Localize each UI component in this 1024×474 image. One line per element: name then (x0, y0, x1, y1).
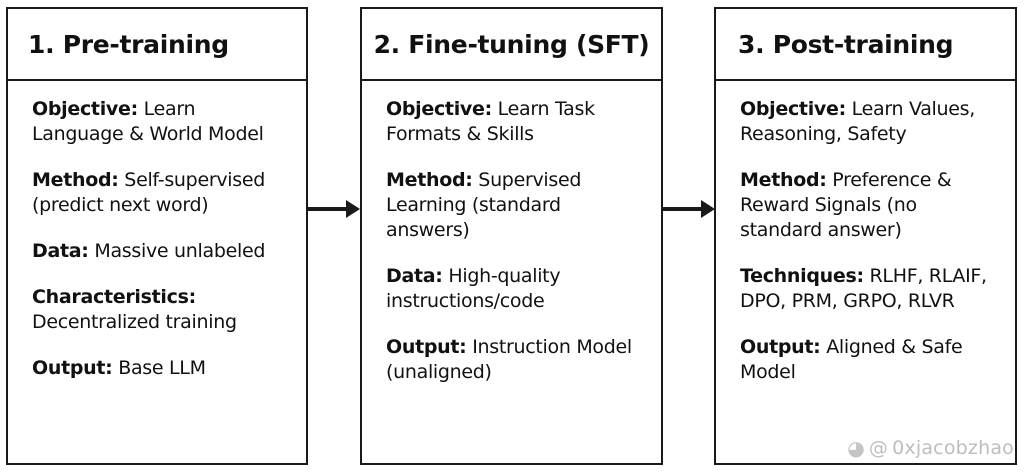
objective-section: Objective: Learn Values, Reasoning, Safe… (740, 97, 1001, 147)
section-text: Massive unlabeled (88, 240, 266, 262)
stage-title: 3. Post-training (738, 29, 954, 59)
section-label: Output: (740, 336, 821, 358)
stage-box-pretraining: 1. Pre-training Objective: Learn Languag… (6, 7, 308, 465)
arrow-right-icon (663, 200, 715, 218)
techniques-section: Techniques: RLHF, RLAIF, DPO, PRM, GRPO,… (740, 264, 1001, 314)
section-text: Preference & Reward Signals (no standard… (740, 169, 952, 241)
section-label: Objective: (740, 98, 846, 120)
characteristics-section: Characteristics: Decentralized training (32, 285, 292, 335)
watermark: ◕ @ 0xjacobzhao (847, 436, 1014, 460)
stage-body: Objective: Learn Task Formats & Skills M… (362, 81, 661, 385)
section-label: Techniques: (740, 265, 864, 287)
section-text: Learn Language & World Model (32, 98, 264, 145)
watermark-at: @ (868, 437, 889, 459)
section-text: Instruction Model (unaligned) (386, 336, 632, 383)
section-label: Data: (386, 265, 443, 287)
data-section: Data: Massive unlabeled (32, 239, 292, 264)
arrow-right-icon (308, 200, 360, 218)
section-label: Objective: (32, 98, 138, 120)
section-label: Objective: (386, 98, 492, 120)
section-label: Characteristics: (32, 286, 196, 308)
weibo-icon: ◕ (847, 436, 865, 460)
output-section: Output: Base LLM (32, 356, 292, 381)
data-section: Data: High-quality instructions/code (386, 264, 647, 314)
watermark-handle: 0xjacobzhao (892, 437, 1014, 459)
section-text: Base LLM (112, 357, 206, 379)
method-section: Method: Supervised Learning (standard an… (386, 168, 647, 243)
stage-title: 2. Fine-tuning (SFT) (373, 29, 650, 59)
section-text: RLHF, RLAIF, DPO, PRM, GRPO, RLVR (740, 265, 987, 312)
section-text: Learn Values, Reasoning, Safety (740, 98, 975, 145)
section-text: Aligned & Safe Model (740, 336, 963, 383)
section-text: Learn Task Formats & Skills (386, 98, 595, 145)
stage-body: Objective: Learn Language & World Model … (8, 81, 306, 381)
objective-section: Objective: Learn Task Formats & Skills (386, 97, 647, 147)
stage-header: 1. Pre-training (8, 9, 306, 81)
section-label: Method: (32, 169, 119, 191)
stage-body: Objective: Learn Values, Reasoning, Safe… (716, 81, 1015, 385)
section-label: Data: (32, 240, 89, 262)
method-section: Method: Self-supervised (predict next wo… (32, 168, 292, 218)
section-text: Decentralized training (32, 311, 237, 333)
section-text: Self-supervised (predict next word) (32, 169, 266, 216)
stage-title: 1. Pre-training (28, 29, 229, 59)
section-text: Supervised Learning (standard answers) (386, 169, 582, 241)
stage-box-posttraining: 3. Post-training Objective: Learn Values… (714, 7, 1017, 465)
stage-header: 3. Post-training (716, 9, 1015, 81)
output-section: Output: Aligned & Safe Model (740, 335, 1001, 385)
section-label: Output: (386, 336, 467, 358)
output-section: Output: Instruction Model (unaligned) (386, 335, 647, 385)
stage-header: 2. Fine-tuning (SFT) (362, 9, 661, 81)
stage-box-finetuning: 2. Fine-tuning (SFT) Objective: Learn Ta… (360, 7, 663, 465)
section-text: High-quality instructions/code (386, 265, 561, 312)
section-label: Method: (386, 169, 473, 191)
objective-section: Objective: Learn Language & World Model (32, 97, 292, 147)
method-section: Method: Preference & Reward Signals (no … (740, 168, 1001, 243)
section-label: Method: (740, 169, 827, 191)
section-label: Output: (32, 357, 113, 379)
